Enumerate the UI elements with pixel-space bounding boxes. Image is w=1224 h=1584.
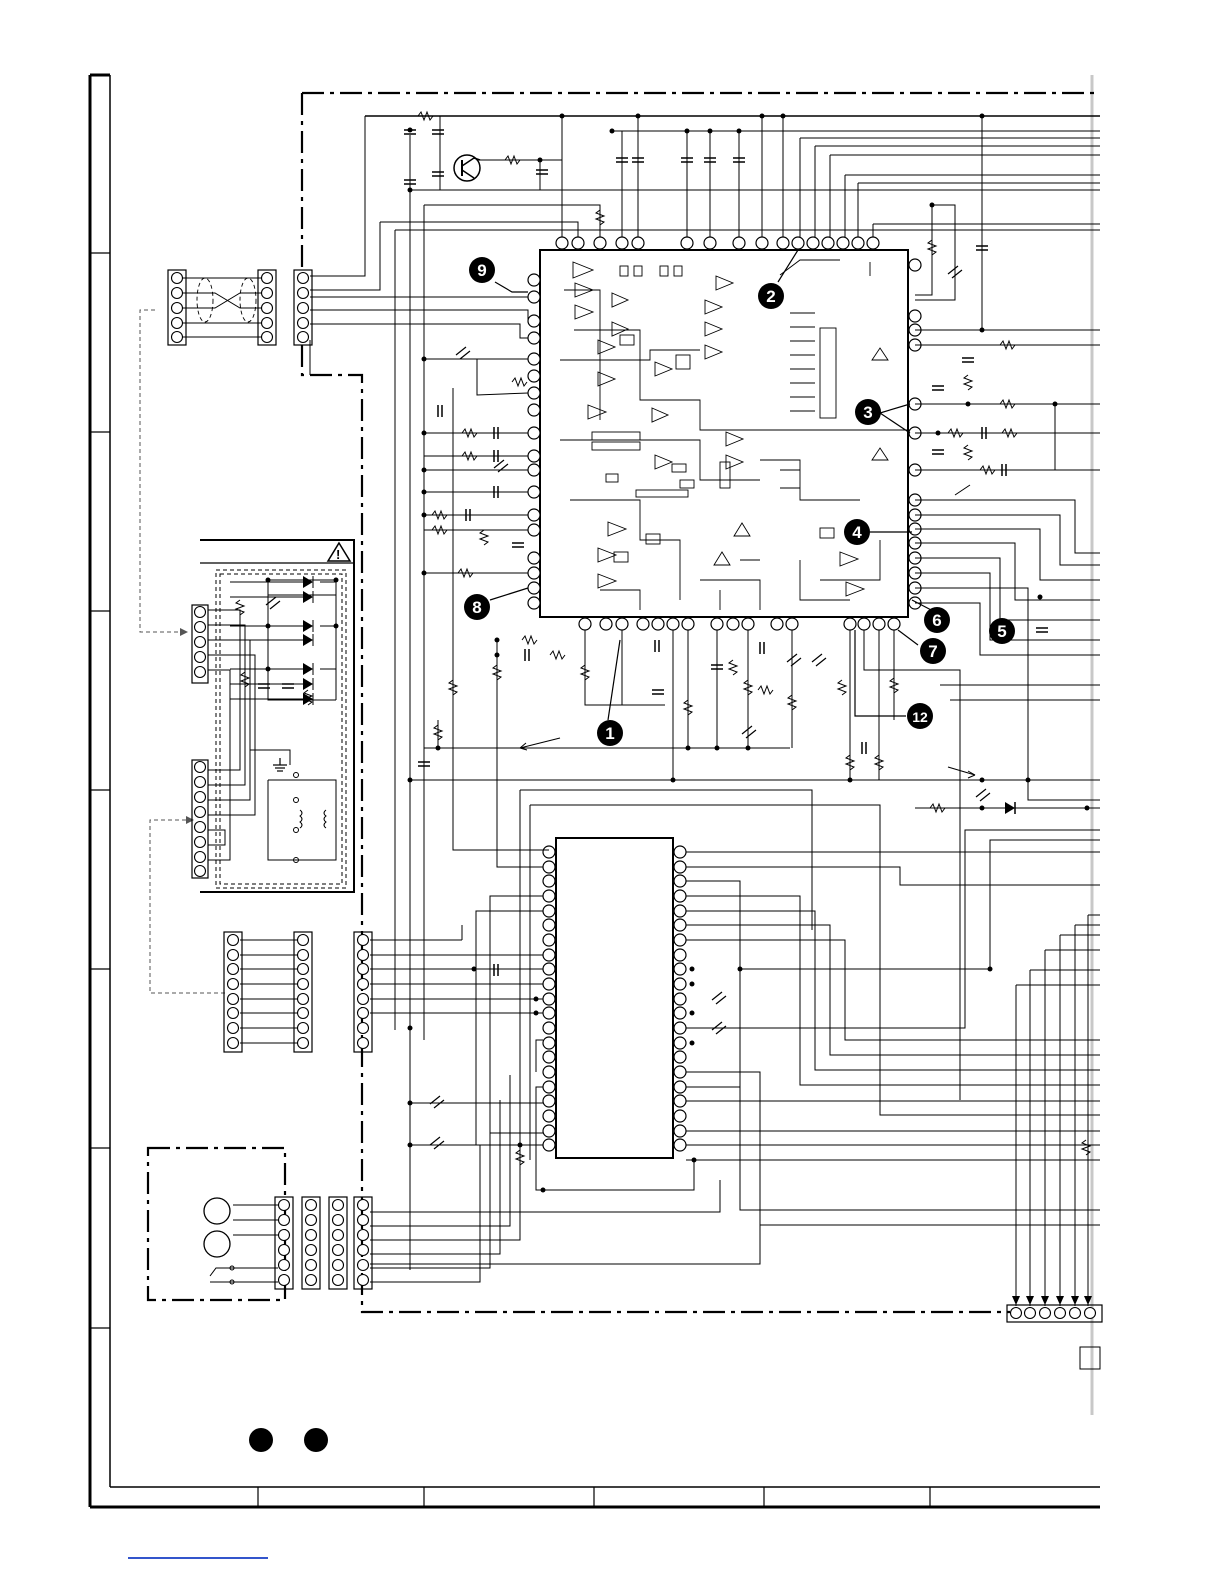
secondary-ic [556,838,673,1158]
ground-icon [273,758,287,771]
dashed-links [140,310,225,993]
callout-5: 5 [989,618,1015,644]
footer-link-underline[interactable] [128,1557,268,1559]
legend-dots [249,1428,328,1452]
callout-2: 2 [758,283,784,309]
svg-text:12: 12 [912,709,928,725]
switch-symbol [210,1266,234,1284]
secondary-ic-left-pins [543,846,555,1151]
connector-power-in [192,605,208,683]
svg-text:6: 6 [932,611,941,630]
connector-power-out [192,760,208,878]
callout-6: 6 [924,607,950,633]
diode-icon [1005,802,1015,814]
motor-icon [204,1198,230,1257]
svg-text:8: 8 [472,598,481,617]
svg-text:2: 2 [766,287,775,306]
callout-3: 3 [855,399,881,425]
main-ic-right-pins [909,259,921,609]
callout-9: 9 [469,257,495,283]
svg-text:9: 9 [477,261,486,280]
connector-output-bottom [1007,1296,1102,1369]
connector-ribbon-pair [224,932,372,1052]
svg-text:7: 7 [928,642,937,661]
callout-1: 1 [597,720,623,746]
svg-text:4: 4 [852,523,862,542]
svg-text:1: 1 [605,724,614,743]
callout-12: 12 [907,703,933,729]
callout-4: 4 [844,519,870,545]
svg-text:3: 3 [863,403,872,422]
transformer-coils [294,773,327,863]
main-ic-left-pins [528,274,540,609]
main-ic-top-pins [556,237,879,249]
main-ic [540,250,908,617]
warning-triangle-icon: ! [328,543,350,562]
callout-7: 7 [920,638,946,664]
connector-cn-top-left [168,270,312,345]
main-ic-bottom-pins [579,618,900,630]
connector-motor-group [275,1197,372,1289]
warning-symbol: ! [336,547,340,562]
callout-8: 8 [464,594,490,620]
transistor-icon [454,155,480,181]
secondary-ic-right-pins [674,846,686,1151]
power-supply-block [200,540,354,892]
svg-text:5: 5 [997,622,1006,641]
